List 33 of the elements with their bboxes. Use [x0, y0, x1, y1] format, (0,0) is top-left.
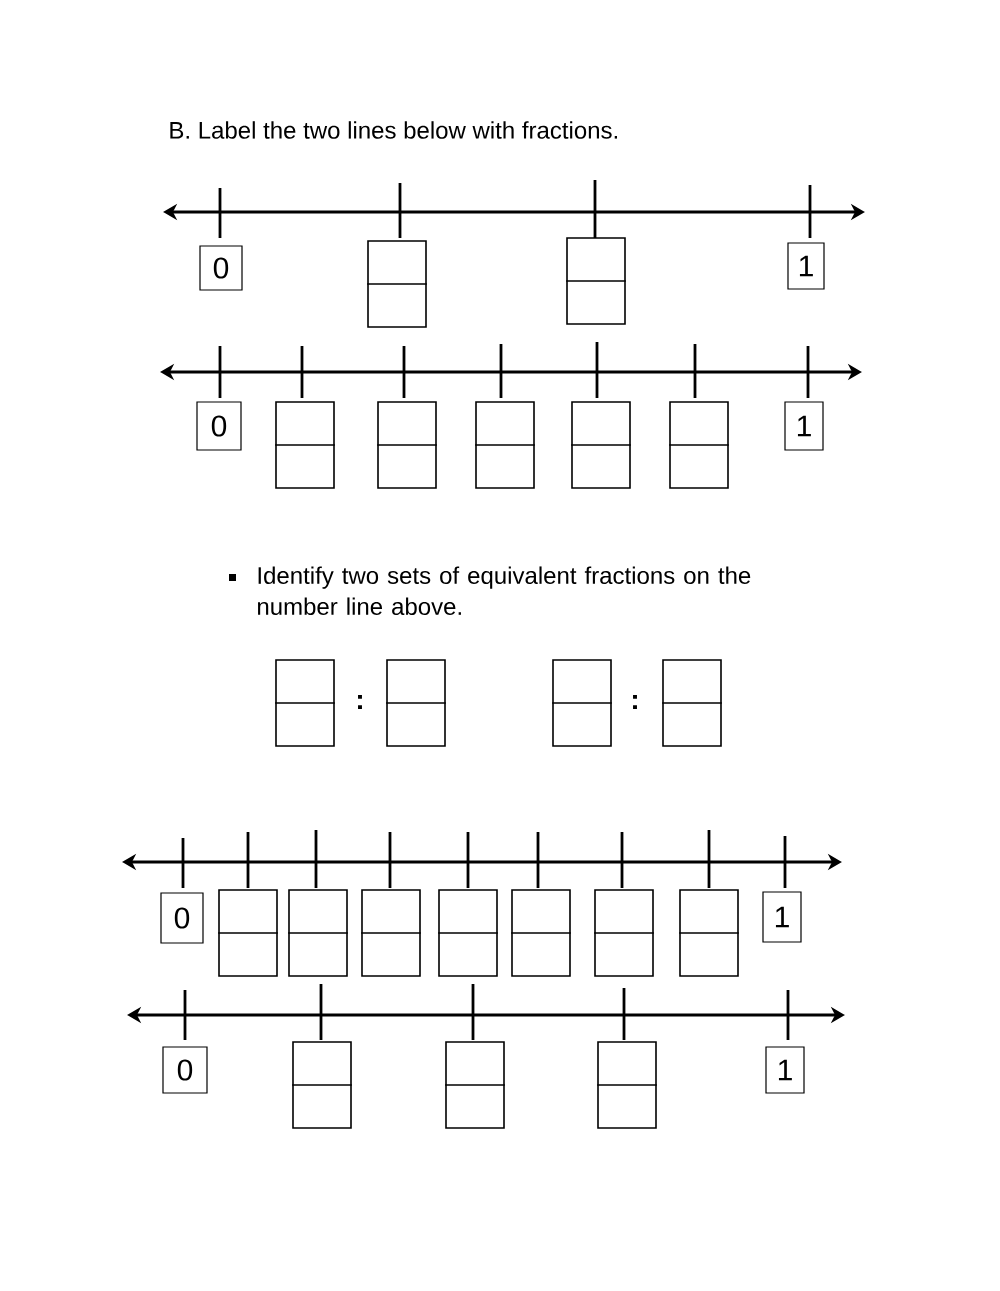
- fraction-answer-box: [593, 889, 655, 977]
- instruction-text: Identify two sets of equivalent fractions on the number line above.: [258, 566, 751, 615]
- fraction-answer-box: [596, 1041, 658, 1129]
- number-box: 0: [196, 401, 242, 451]
- fraction-answer-box: [444, 1041, 506, 1129]
- fraction-answer-box: [474, 401, 536, 489]
- fraction-answer-box: [551, 659, 613, 747]
- number-box: 1: [762, 891, 802, 943]
- number-box: 0: [162, 1046, 208, 1094]
- fraction-answer-box: [565, 237, 627, 325]
- fraction-answer-box: [570, 401, 632, 489]
- fraction-answer-box: [274, 401, 336, 489]
- fraction-answer-box: [668, 401, 730, 489]
- fraction-answer-box: [360, 889, 422, 977]
- fraction-answer-box: [661, 659, 723, 747]
- number-box: 1: [784, 401, 824, 451]
- fraction-answer-box: [291, 1041, 353, 1129]
- fraction-answer-box: [678, 889, 740, 977]
- fraction-answer-box: [437, 889, 499, 977]
- number-box: 1: [765, 1046, 805, 1094]
- fraction-answer-box: [366, 240, 428, 328]
- fraction-answer-box: [385, 659, 447, 747]
- fraction-answer-box: [510, 889, 572, 977]
- number-box: 1: [787, 242, 825, 290]
- title: B. Label the two lines below with fractions.: [170, 121, 617, 139]
- number-box: 0: [160, 892, 204, 944]
- fraction-answer-box: [376, 401, 438, 489]
- fraction-answer-box: [274, 659, 336, 747]
- colon-sign: :: [358, 694, 362, 710]
- fraction-answer-box: [287, 889, 349, 977]
- colon-sign: :: [633, 694, 637, 710]
- fraction-answer-box: [217, 889, 279, 977]
- number-box: 0: [199, 245, 243, 291]
